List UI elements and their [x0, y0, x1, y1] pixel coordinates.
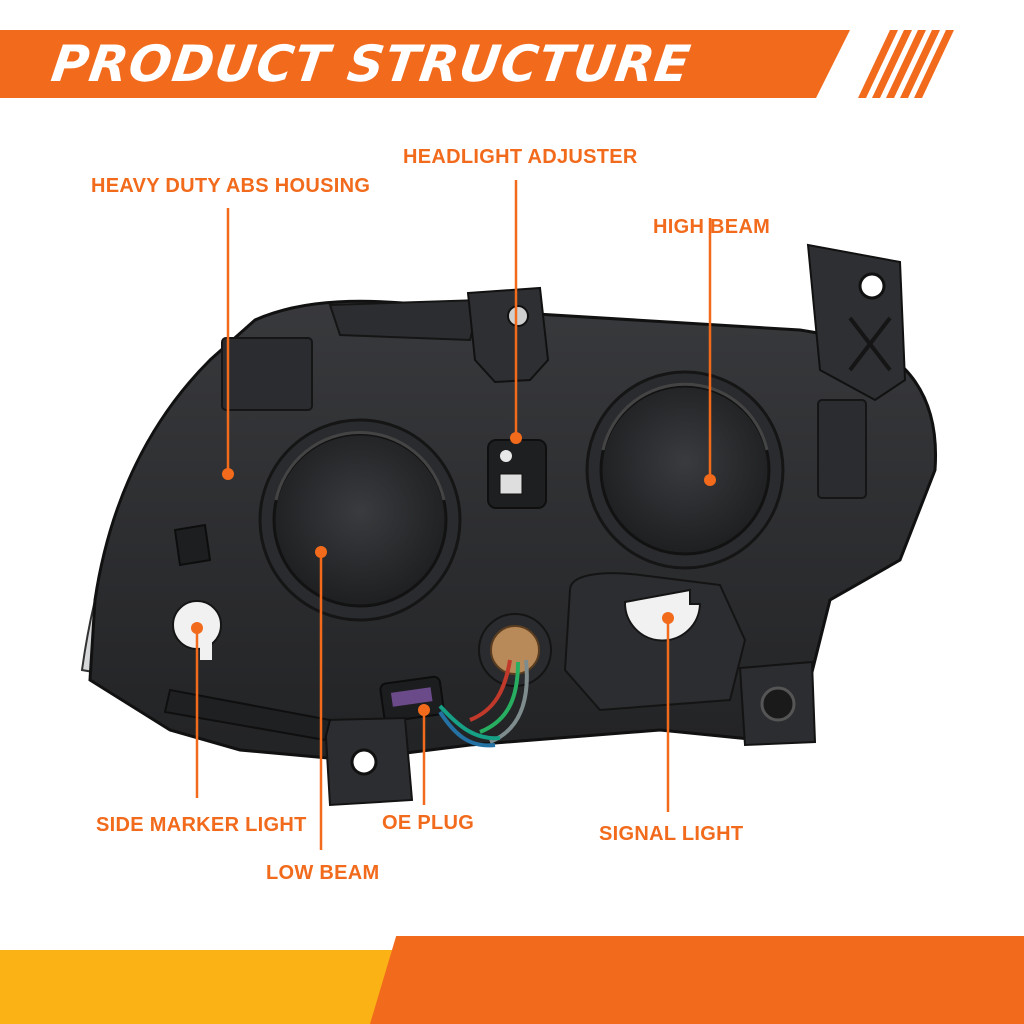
low-beam-cap — [272, 432, 448, 608]
label-low-beam: LOW BEAM — [266, 862, 380, 884]
diagonal-stripes-icon — [858, 30, 954, 98]
callout-lines — [195, 180, 712, 850]
label-headlight-adjuster: HEADLIGHT ADJUSTER — [403, 146, 638, 168]
label-signal-light: SIGNAL LIGHT — [599, 823, 744, 845]
bulb-socket — [490, 625, 540, 675]
label-side-marker-light: SIDE MARKER LIGHT — [96, 814, 307, 836]
label-oe-plug: OE PLUG — [382, 812, 475, 834]
footer-band-orange — [370, 936, 1024, 1024]
callout-dots — [191, 432, 716, 716]
label-heavy-duty-abs-housing: HEAVY DUTY ABS HOUSING — [91, 175, 371, 197]
label-high-beam: HIGH BEAM — [653, 216, 771, 238]
high-beam-cap — [599, 384, 771, 556]
footer-band-yellow — [0, 950, 400, 1024]
title-banner — [0, 30, 850, 98]
